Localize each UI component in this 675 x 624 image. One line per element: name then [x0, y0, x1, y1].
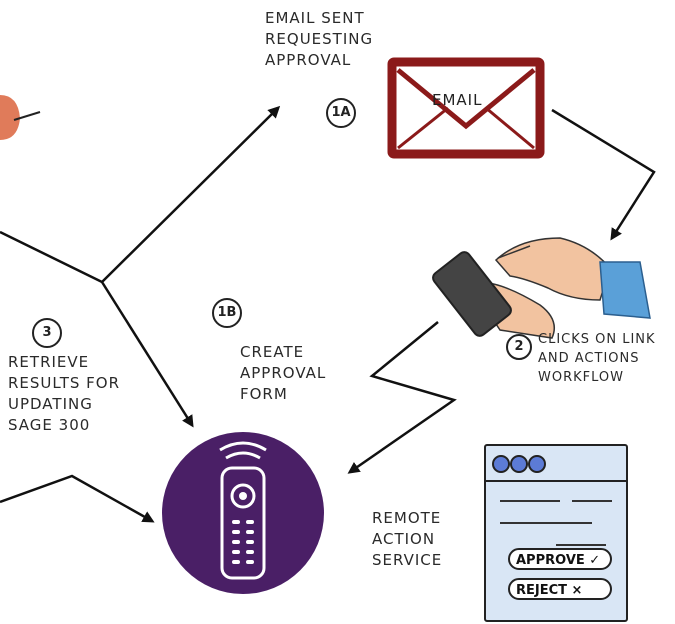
email-envelope-icon — [387, 57, 545, 159]
retrieve-results-label: RETRIEVE RESULTS FOR UPDATING SAGE 300 — [8, 353, 121, 434]
window-text-line — [572, 500, 612, 502]
arrow-hub-to-remote — [100, 281, 194, 428]
window-dot — [492, 455, 510, 473]
create-form-label: CREATE APPROVAL FORM — [240, 343, 327, 403]
arrow-phone-to-remote — [347, 321, 457, 474]
window-text-line — [500, 522, 592, 524]
remote-action-label: REMOTE ACTION SERVICE — [372, 509, 443, 569]
left-partial-node — [0, 95, 20, 140]
step-badge-2: 2 — [506, 334, 532, 360]
step-badge-3: 3 — [32, 318, 62, 348]
email-envelope-label: EMAIL — [432, 91, 483, 109]
window-dot — [510, 455, 528, 473]
arrow-results-to-remote — [0, 474, 155, 523]
email-sent-label: EMAIL SENT REQUESTING APPROVAL — [265, 9, 374, 69]
reject-button[interactable]: REJECT × — [508, 578, 612, 600]
hand-phone-icon — [432, 237, 651, 339]
window-text-line — [500, 500, 560, 502]
window-text-line — [556, 544, 606, 546]
step-badge-1a: 1A — [326, 98, 356, 128]
approve-button[interactable]: APPROVE ✓ — [508, 548, 612, 570]
clicks-link-label: CLICKS ON LINK AND ACTIONS WORKFLOW — [538, 332, 656, 385]
step-badge-1b: 1B — [212, 298, 242, 328]
arrow-email-to-phone — [551, 108, 656, 241]
window-dot — [528, 455, 546, 473]
arrow-hub-to-email — [0, 105, 281, 284]
window-titlebar — [486, 446, 626, 482]
approval-window-icon: APPROVE ✓ REJECT × — [484, 444, 628, 622]
remote-control-icon — [162, 432, 324, 594]
